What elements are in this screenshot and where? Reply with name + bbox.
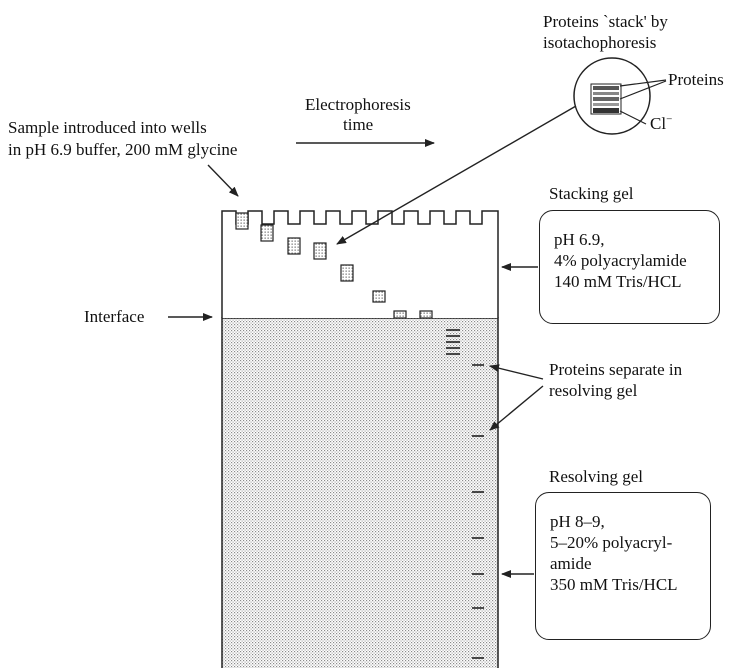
electrophoresis-label-line2: time xyxy=(343,115,373,135)
sample-arrow xyxy=(208,165,238,196)
stacking-gel-title: Stacking gel xyxy=(549,184,634,204)
resolving-box-line: 350 mM Tris/HCL xyxy=(550,574,700,595)
sample-band xyxy=(394,311,406,318)
sample-band xyxy=(314,243,326,259)
stack-title-line1: Proteins `stack' by xyxy=(543,12,668,32)
sample-band xyxy=(288,238,300,254)
chloride-label: Cl− xyxy=(650,114,672,134)
resolving-gel-info-box: pH 8–9, 5–20% polyacryl- amide 350 mM Tr… xyxy=(535,492,711,640)
proteins-label: Proteins xyxy=(668,70,724,90)
interface-label: Interface xyxy=(84,307,144,327)
separate-label-line1: Proteins separate in xyxy=(549,360,682,380)
sample-band xyxy=(420,311,432,318)
resolving-box-line: pH 8–9, xyxy=(550,511,700,532)
electrophoresis-label-line1: Electrophoresis xyxy=(305,95,411,115)
resolving-gel-title: Resolving gel xyxy=(549,467,643,487)
resolving-gel xyxy=(222,318,498,668)
chloride-charge: − xyxy=(666,113,672,125)
stacking-gel-info-box: pH 6.9, 4% polyacrylamide 140 mM Tris/HC… xyxy=(539,210,720,324)
sample-band xyxy=(341,265,353,281)
sample-label-line2: in pH 6.9 buffer, 200 mM glycine xyxy=(8,140,237,160)
resolving-box-line: amide xyxy=(550,553,700,574)
sample-label-line1: Sample introduced into wells xyxy=(8,118,207,138)
sample-band xyxy=(261,225,273,241)
stacking-box-line: 4% polyacrylamide xyxy=(554,250,709,271)
sample-band xyxy=(373,291,385,302)
stacking-box-line: 140 mM Tris/HCL xyxy=(554,271,709,292)
chloride-symbol: Cl xyxy=(650,114,666,133)
resolving-box-line: 5–20% polyacryl- xyxy=(550,532,700,553)
stack-title-line2: isotachophoresis xyxy=(543,33,656,53)
stacking-box-line: pH 6.9, xyxy=(554,229,709,250)
separate-label-line2: resolving gel xyxy=(549,381,637,401)
sample-band xyxy=(236,213,248,229)
